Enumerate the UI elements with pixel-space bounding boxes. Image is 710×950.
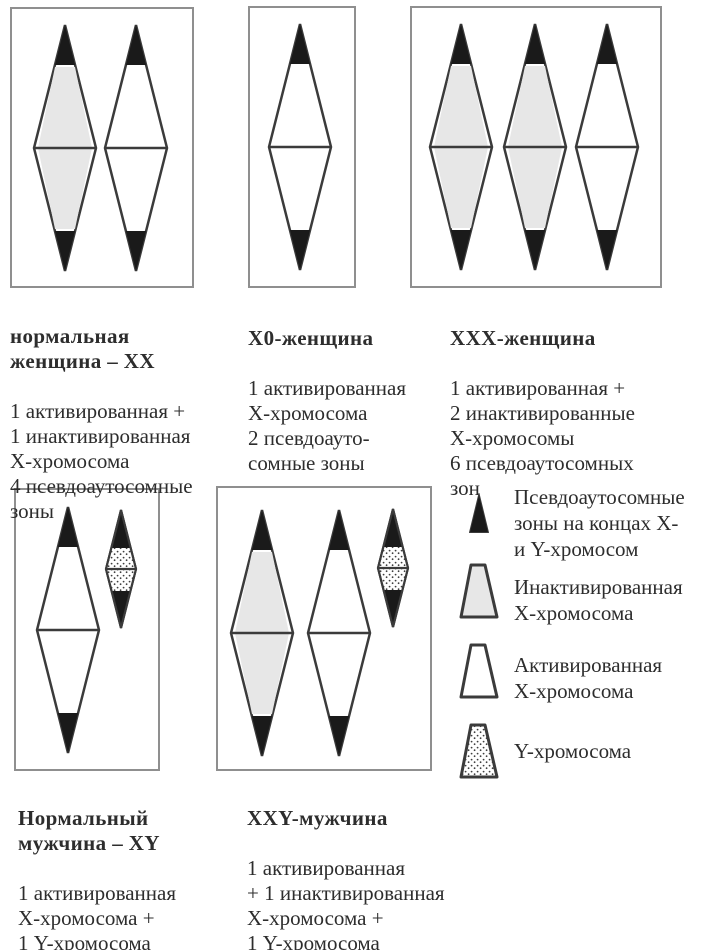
caption-title: Нормальный мужчина – XY (18, 806, 160, 855)
y-chromosome-shape (376, 507, 410, 629)
panel-xy-male-box (14, 488, 160, 771)
inactivated-x-chromosome-shape (428, 22, 494, 272)
inactivated-x-chromosome-shape (32, 23, 98, 273)
panel-xx-female-box (10, 7, 194, 288)
caption-title: XXY-мужчина (247, 806, 388, 830)
caption-title: X0-женщина (248, 326, 374, 350)
caption-title: нормальная женщина – XX (10, 324, 155, 373)
panel-xx-female-drawing (32, 23, 169, 273)
caption-description: 1 активированная X-хромосома + 1 Y-хромо… (18, 881, 176, 950)
inactivated-x-icon (459, 563, 499, 619)
activated-x-chromosome-shape (306, 508, 372, 758)
caption-xxx-female: XXX-женщина 1 активированная + 2 инактив… (450, 301, 695, 526)
y-chromosome-icon (459, 723, 499, 779)
panel-xxy-male-drawing (229, 507, 410, 758)
legend-label: Псевдоаутосомные зоны на концах X- и Y-х… (514, 485, 685, 561)
caption-title: XXX-женщина (450, 326, 596, 350)
panel-xxy-male-box (216, 486, 432, 771)
legend: Псевдоаутосомные зоны на концах X- и Y-х… (456, 484, 708, 800)
inactivated-x-chromosome-shape (502, 22, 568, 272)
caption-description: 1 активированная + 2 инактивированные X-… (450, 376, 635, 500)
legend-item-y-chromosome: Y-хромосома (456, 718, 708, 788)
panel-x0-female-box (248, 6, 356, 288)
activated-x-chromosome-shape (267, 22, 333, 272)
caption-xx-female: нормальная женщина – XX 1 активированная… (10, 299, 245, 549)
panel-x0-female-drawing (267, 22, 333, 272)
caption-description: 1 активированная + 1 инактивированная X-… (10, 399, 193, 523)
caption-description: 1 активированная + 1 инактивированная X-… (247, 856, 445, 950)
caption-xy-male: Нормальный мужчина – XY 1 активированная… (18, 781, 243, 950)
legend-label: Инактивированная X-хромосома (514, 575, 683, 625)
caption-xxy-male: XXY-мужчина 1 активированная + 1 инактив… (247, 781, 547, 950)
legend-item-pseudoautosomal: Псевдоаутосомные зоны на концах X- и Y-х… (456, 484, 708, 570)
legend-item-activated-x: Активированная X-хромосома (456, 640, 708, 710)
caption-description: 1 активированная X-хромосома 2 псевдоаут… (248, 376, 406, 475)
legend-label: Активированная X-хромосома (514, 653, 663, 703)
panel-xxx-female-drawing (428, 22, 640, 272)
pseudoautosomal-zone-icon (469, 493, 489, 533)
activated-x-chromosome-shape (574, 22, 640, 272)
panel-xxx-female-box (410, 6, 662, 288)
legend-label: Y-хромосома (514, 739, 632, 763)
caption-x0-female: X0-женщина 1 активированная X-хромосома … (248, 301, 443, 501)
activated-x-icon (459, 643, 499, 699)
legend-item-inactivated-x: Инактивированная X-хромосома (456, 562, 708, 632)
activated-x-chromosome-shape (103, 23, 169, 273)
